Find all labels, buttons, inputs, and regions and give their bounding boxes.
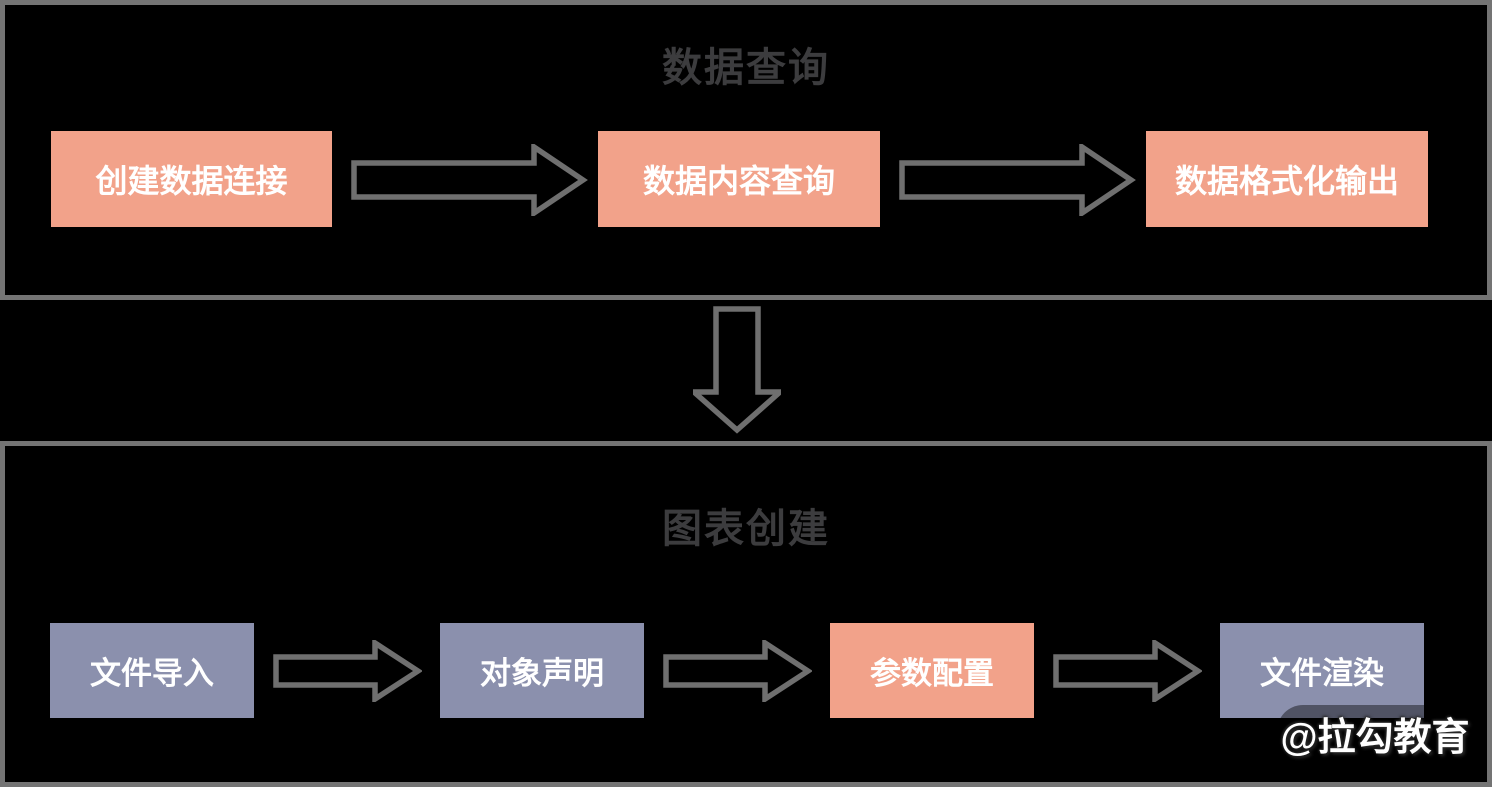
section-title-data-query: 数据查询 <box>662 46 830 90</box>
step-file-render: 文件渲染 <box>1220 623 1424 718</box>
section-data-query: 数据查询 创建数据连接 数据内容查询 数据格式化输出 <box>0 0 1492 300</box>
arrow-down-icon <box>693 306 781 434</box>
arrow-right-icon <box>663 640 812 702</box>
step-create-data-connection: 创建数据连接 <box>51 131 332 227</box>
arrow-right-icon <box>899 144 1136 216</box>
section-title-chart-creation: 图表创建 <box>662 507 830 551</box>
step-data-format-output: 数据格式化输出 <box>1146 131 1428 227</box>
arrow-right-icon <box>273 640 422 702</box>
step-parameter-config: 参数配置 <box>830 623 1034 718</box>
step-file-import: 文件导入 <box>50 623 254 718</box>
watermark-text: @拉勾教育 <box>1280 717 1470 759</box>
watermark-bubble <box>1277 705 1473 775</box>
step-object-declaration: 对象声明 <box>440 623 644 718</box>
section-chart-creation: 图表创建 文件导入 对象声明 参数配置 文件渲染 <box>0 441 1492 787</box>
step-data-content-query: 数据内容查询 <box>598 131 880 227</box>
arrow-right-icon <box>351 144 588 216</box>
arrow-right-icon <box>1053 640 1202 702</box>
